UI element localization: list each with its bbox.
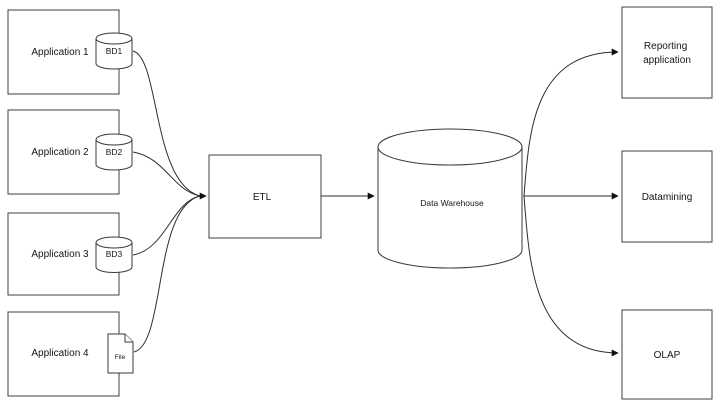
edge-file-to-etl xyxy=(133,195,201,353)
reporting-application-label-line1: Reporting xyxy=(644,41,687,52)
olap-label: OLAP xyxy=(654,350,681,361)
edge-bd3-to-etl xyxy=(132,195,201,256)
bd2-label: BD2 xyxy=(106,147,123,157)
application-4-label: Application 4 xyxy=(31,348,89,359)
olap-box xyxy=(621,309,713,400)
node-bd2-database: BD2 xyxy=(95,133,133,171)
file-document-fold xyxy=(124,334,133,343)
node-data-warehouse: Data Warehouse xyxy=(377,128,523,269)
node-bd3-database: BD3 xyxy=(95,236,133,273)
edge-warehouse-to-reporting xyxy=(523,48,619,197)
application-3-label: Application 3 xyxy=(31,249,89,260)
etl-label: ETL xyxy=(253,192,272,203)
bd1-label: BD1 xyxy=(106,46,123,56)
bd2-cylinder-top xyxy=(95,133,133,146)
edge-bd2-to-etl xyxy=(132,151,201,197)
application-2-label: Application 2 xyxy=(31,147,89,158)
file-label: File xyxy=(115,354,126,361)
etl-box xyxy=(208,154,322,239)
file-document-shape xyxy=(107,333,134,374)
node-etl: ETL xyxy=(208,154,322,239)
data-warehouse-cylinder-body xyxy=(377,147,523,269)
bd1-cylinder-top xyxy=(95,32,133,45)
application-1-label: Application 1 xyxy=(31,47,89,58)
node-bd1-database: BD1 xyxy=(95,32,133,70)
bd2-cylinder-body xyxy=(95,139,133,171)
node-reporting-application: Reporting application xyxy=(621,6,713,99)
node-olap: OLAP xyxy=(621,309,713,400)
bd1-cylinder-body xyxy=(95,38,133,70)
reporting-application-box xyxy=(621,6,713,99)
bd3-label: BD3 xyxy=(106,249,123,259)
datamining-label: Datamining xyxy=(642,192,693,203)
bd3-cylinder-body xyxy=(95,242,133,273)
data-warehouse-cylinder-top xyxy=(377,128,523,166)
datamining-box xyxy=(621,150,713,243)
data-warehouse-label: Data Warehouse xyxy=(420,198,484,208)
bd3-cylinder-top xyxy=(95,236,133,249)
edge-bd1-to-etl xyxy=(132,50,201,197)
reporting-application-label-line2: application xyxy=(643,55,691,66)
application-4-box xyxy=(7,311,120,397)
edge-warehouse-to-olap xyxy=(523,195,619,357)
reporting-application-label: Reporting application xyxy=(643,41,691,66)
edges xyxy=(132,48,619,357)
node-application-4: Application 4 xyxy=(7,311,120,397)
node-file-document: File xyxy=(107,333,134,374)
node-datamining: Datamining xyxy=(621,150,713,243)
